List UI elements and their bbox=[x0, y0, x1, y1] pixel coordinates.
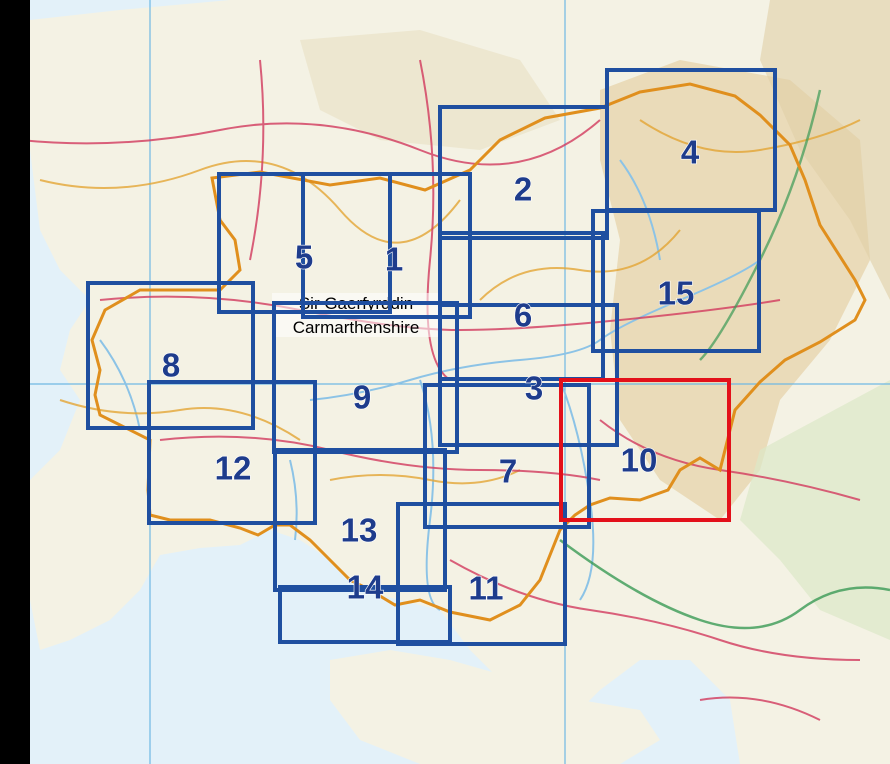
map-tile-label-2[interactable]: 2 bbox=[513, 170, 533, 208]
trunk-road-north bbox=[699, 89, 822, 361]
map-tile-label-9[interactable]: 9 bbox=[352, 378, 372, 416]
map-tile-6[interactable] bbox=[438, 231, 605, 381]
county-boundary bbox=[90, 82, 867, 622]
rivers bbox=[99, 159, 761, 611]
map-tile-14[interactable] bbox=[278, 585, 452, 644]
map-tile-label-15[interactable]: 15 bbox=[657, 274, 695, 312]
upland-southeast bbox=[740, 380, 890, 640]
upland-north bbox=[300, 30, 560, 150]
map-tile-label-7[interactable]: 7 bbox=[498, 452, 518, 490]
region-label-english: Carmarthenshire bbox=[293, 318, 420, 337]
map-tile-8[interactable] bbox=[86, 281, 255, 430]
map-tile-label-11[interactable]: 11 bbox=[468, 569, 504, 607]
map-tile-label-6[interactable]: 6 bbox=[513, 296, 533, 334]
map-tile-label-1[interactable]: 1 bbox=[384, 240, 404, 278]
map-tile-11[interactable] bbox=[396, 502, 567, 646]
map-tile-7[interactable] bbox=[423, 383, 591, 529]
upland-northeast bbox=[760, 0, 890, 300]
a-roads bbox=[19, 59, 861, 721]
map-tile-label-13[interactable]: 13 bbox=[340, 511, 378, 549]
map-tile-label-12[interactable]: 12 bbox=[214, 449, 252, 487]
map-tile-15[interactable] bbox=[591, 209, 761, 353]
map-tile-label-14[interactable]: 14 bbox=[346, 568, 385, 606]
frame-left-edge bbox=[0, 0, 30, 764]
map-tile-12[interactable] bbox=[147, 380, 317, 525]
map-tile-label-3[interactable]: 3 bbox=[524, 369, 544, 407]
b-roads bbox=[39, 119, 861, 485]
land-gower bbox=[330, 650, 660, 764]
map-tile-13[interactable] bbox=[273, 448, 447, 592]
map-tile-10-selected[interactable] bbox=[559, 378, 731, 522]
map-tile-5[interactable] bbox=[217, 172, 392, 314]
map-tile-label-10[interactable]: 10 bbox=[620, 441, 658, 479]
map-tile-label-5[interactable]: 5 bbox=[294, 238, 314, 276]
trunk-road bbox=[559, 538, 890, 630]
map-tile-label-4[interactable]: 4 bbox=[680, 133, 700, 171]
map-tile-label-8[interactable]: 8 bbox=[161, 346, 181, 384]
